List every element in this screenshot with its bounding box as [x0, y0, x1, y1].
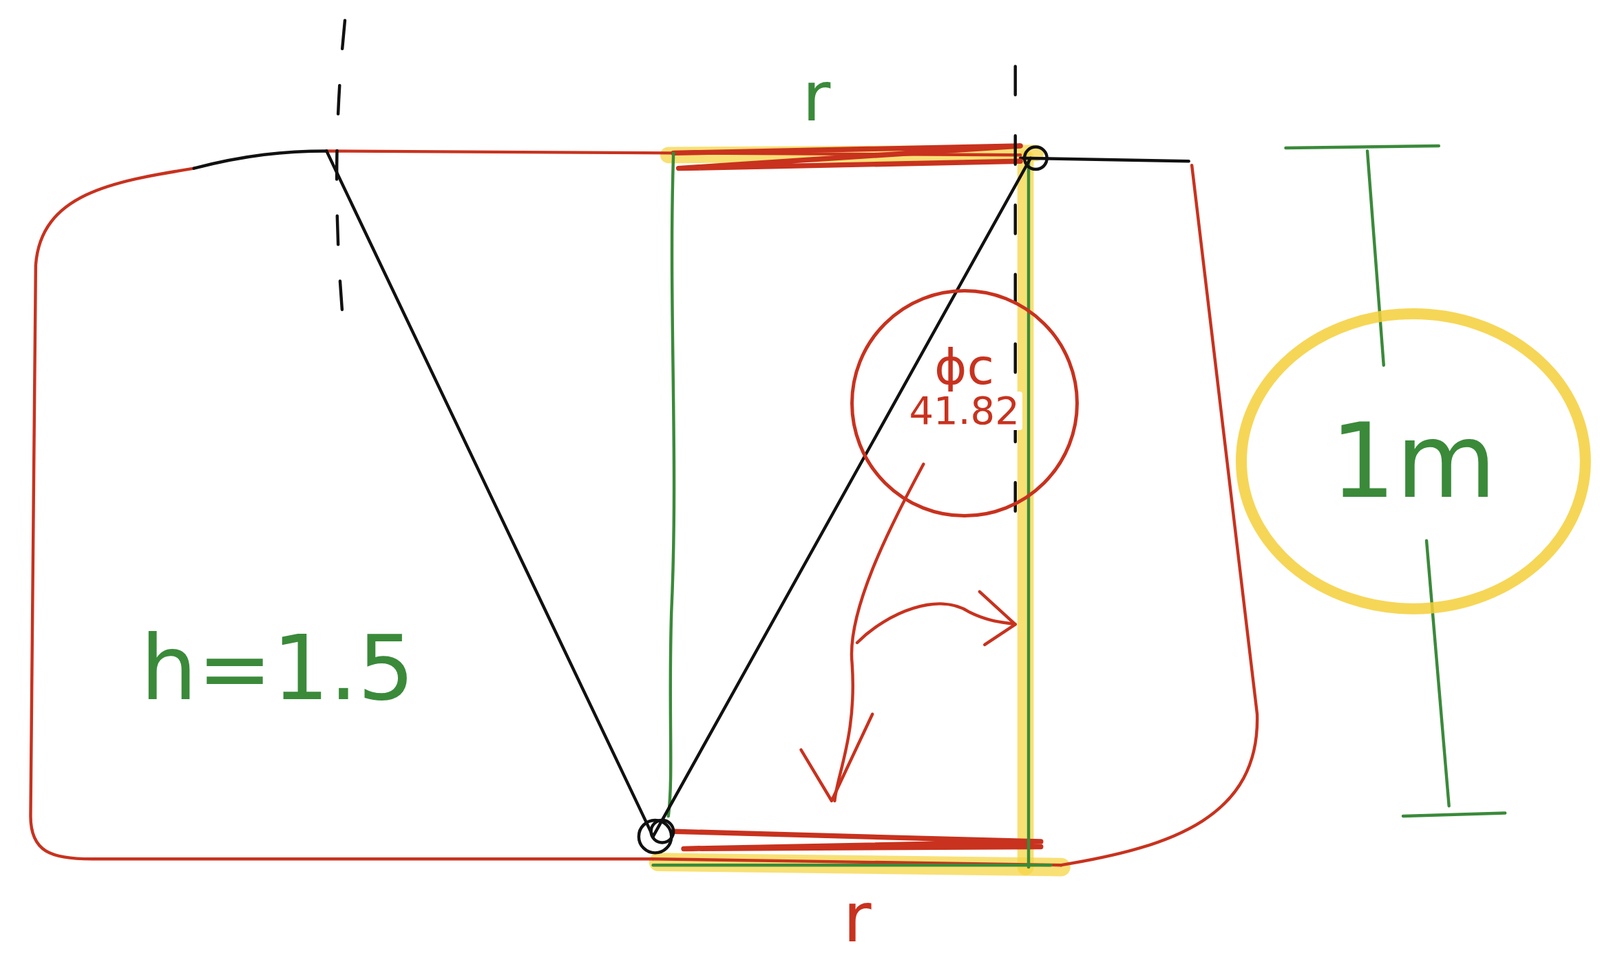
scale-bar	[1286, 145, 1439, 149]
scale-bar	[1367, 150, 1384, 365]
radius-label: r	[839, 883, 874, 953]
light-ray	[653, 158, 1031, 838]
depth-label: h=1.5	[137, 623, 418, 714]
outline-ellipse	[1241, 313, 1586, 610]
source-point	[638, 820, 672, 854]
depth-line	[1027, 161, 1030, 868]
radius-mark	[673, 145, 1021, 169]
angle-circle: ϕc41.82	[850, 289, 1079, 518]
scale-circle: 1m	[1235, 308, 1592, 615]
normal-line	[668, 152, 675, 817]
node-text: 1m	[1327, 409, 1500, 513]
outline-ellipse	[851, 290, 1077, 516]
water-bottom	[653, 859, 1062, 866]
radius-mark	[673, 831, 1041, 849]
node-text: 41.82	[906, 391, 1022, 431]
scale-bar	[1403, 813, 1505, 817]
pointer-arrow	[834, 464, 924, 802]
arrowhead	[979, 592, 1016, 646]
water-outline	[30, 168, 653, 860]
radius-line	[653, 864, 1052, 867]
light-ray	[326, 150, 653, 837]
arrowhead	[800, 714, 873, 802]
radius-label: r	[799, 62, 834, 132]
scale-bar	[1426, 541, 1450, 807]
pointer-arrow	[857, 604, 1016, 644]
point	[1024, 146, 1048, 170]
surface-line	[194, 150, 328, 168]
highlight	[1017, 158, 1035, 868]
node-text: ϕc	[931, 342, 997, 392]
water-outline	[1060, 165, 1258, 866]
source-point	[651, 820, 675, 844]
